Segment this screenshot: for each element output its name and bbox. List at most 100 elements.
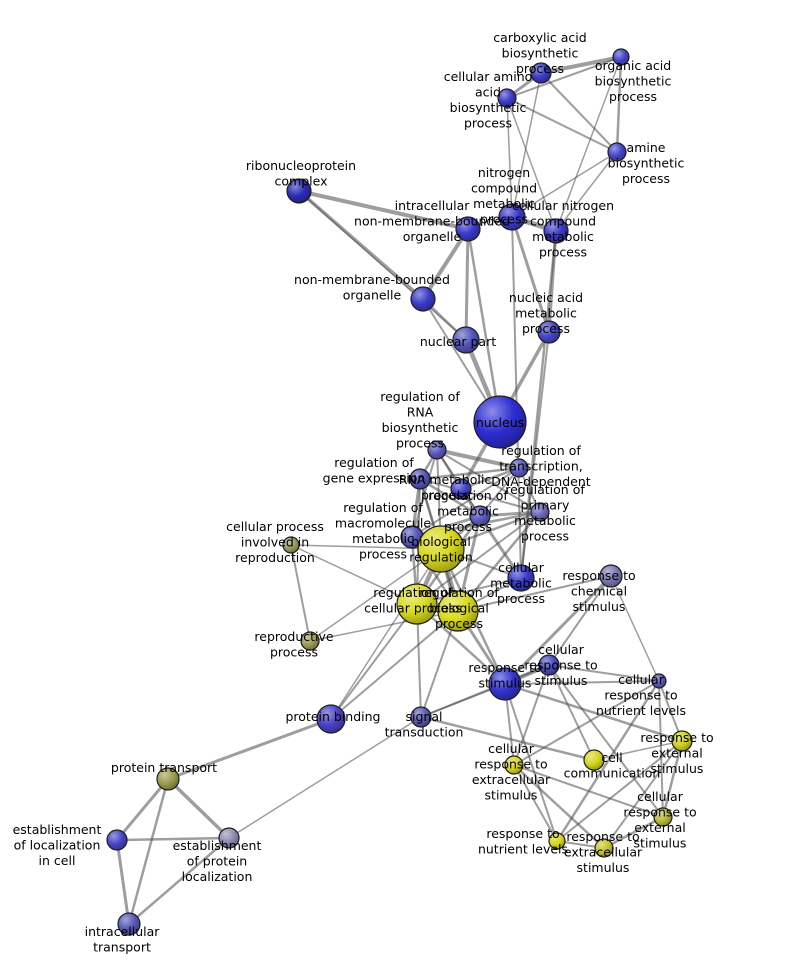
edge-nitrogen-compound--cellular-metabolic xyxy=(511,216,522,579)
node-reg-cellular-process[interactable] xyxy=(396,583,438,625)
node-cellular-response-nutrient[interactable] xyxy=(651,673,667,689)
edge-protein-binding--biological-regulation xyxy=(330,548,442,720)
node-nuclear-part[interactable] xyxy=(452,326,480,354)
node-reg-biological-process[interactable] xyxy=(437,590,479,632)
nodes-layer xyxy=(106,48,693,936)
node-carboxylic-acid[interactable] xyxy=(530,62,552,84)
node-cellular-response-extracellular[interactable] xyxy=(504,755,524,775)
node-protein-binding[interactable] xyxy=(316,704,346,734)
node-reg-gene-expression[interactable] xyxy=(409,468,431,490)
node-nmb-organelle[interactable] xyxy=(410,286,436,312)
node-response-chemical[interactable] xyxy=(599,564,623,588)
edge-protein-transport--intracellular-transport xyxy=(127,777,170,926)
edge-carboxylic-acid--nitrogen-compound xyxy=(511,72,542,218)
node-label-protein-binding: protein binding xyxy=(285,709,380,724)
node-response-stimulus[interactable] xyxy=(488,667,522,701)
node-label-protein-transport: protein transport xyxy=(111,760,217,775)
node-intracellular-transport[interactable] xyxy=(117,912,141,936)
node-cellular-response-stimulus[interactable] xyxy=(538,654,560,676)
node-est-protein-localization[interactable] xyxy=(218,827,240,849)
node-reg-rna-biosynthesis[interactable] xyxy=(427,440,447,460)
node-reproductive-process[interactable] xyxy=(300,631,320,651)
node-cell-communication[interactable] xyxy=(583,749,605,771)
edge-reg-transcription--reg-gene-expression xyxy=(418,466,521,481)
node-organic-acid[interactable] xyxy=(612,48,630,66)
edges-layer xyxy=(115,55,684,926)
node-reg-primary-metabolic[interactable] xyxy=(530,502,550,522)
edge-signal-transduction--cell-communication xyxy=(419,715,596,762)
edge-est-localization-cell--intracellular-transport xyxy=(115,838,131,926)
node-amino-acid[interactable] xyxy=(497,88,517,108)
edge-response-stimulus--response-external xyxy=(503,682,684,743)
edge-cell-communication--response-external xyxy=(593,740,683,761)
edge-cellular-response-stimulus--response-chemical xyxy=(548,575,612,666)
node-response-nutrient[interactable] xyxy=(548,832,566,850)
node-cellular-process-reproduction[interactable] xyxy=(282,536,300,554)
edge-rnp-complex--intracellular-organelle xyxy=(297,189,470,231)
node-label-nuclear-part: nuclear part xyxy=(420,334,496,349)
node-intracellular-organelle[interactable] xyxy=(455,216,481,242)
node-nucleic-acid[interactable] xyxy=(537,320,561,344)
edge-cellular-response-extracellular--cellular-response-external xyxy=(513,764,664,818)
edge-cellular-response-nutrient--cellular-response-external xyxy=(658,680,664,818)
node-signal-transduction[interactable] xyxy=(410,706,432,728)
node-protein-transport[interactable] xyxy=(156,767,180,791)
node-cellular-response-external[interactable] xyxy=(653,807,673,827)
edge-response-stimulus--cellular-response-nutrient xyxy=(504,680,660,685)
edge-amino-acid--amine xyxy=(506,97,618,153)
edge-cellular-response-nutrient--cellular-response-extracellular xyxy=(513,680,660,766)
edge-reg-primary-metabolic--reg-biological-process xyxy=(456,510,542,613)
edge-organic-acid--amino-acid xyxy=(506,56,622,99)
edge-response-stimulus--response-chemical xyxy=(503,574,613,686)
edge-intracellular-organelle--nmb-organelle xyxy=(421,227,470,301)
node-nucleus[interactable] xyxy=(473,395,527,449)
node-amine[interactable] xyxy=(607,142,627,162)
edge-cellular-process-reproduction--biological-regulation xyxy=(290,544,442,550)
edge-cellular-response-stimulus--cellular-response-extracellular xyxy=(513,664,550,766)
node-reg-metabolic[interactable] xyxy=(469,505,491,527)
edge-protein-binding--protein-transport xyxy=(166,717,333,781)
node-rnp-complex[interactable] xyxy=(286,178,312,204)
node-rna-metabolic[interactable] xyxy=(450,478,472,500)
node-reg-transcription[interactable] xyxy=(509,458,529,478)
edge-organic-acid--amine xyxy=(615,55,623,154)
edge-est-localization-cell--est-protein-localization xyxy=(115,836,231,842)
edge-reg-rna-biosynthesis--reg-transcription xyxy=(435,448,521,470)
node-cellular-metabolic[interactable] xyxy=(507,564,535,592)
edge-rna-metabolic--cellular-metabolic xyxy=(459,487,523,580)
node-biological-regulation[interactable] xyxy=(417,525,465,573)
edge-intracellular-organelle--nucleus xyxy=(466,227,502,424)
edge-nitrogen-compound--nucleic-acid xyxy=(510,215,551,334)
edge-cellular-response-nutrient--response-nutrient xyxy=(555,679,661,843)
node-est-localization-cell[interactable] xyxy=(106,829,128,851)
node-response-extracellular[interactable] xyxy=(594,838,614,858)
node-cellular-nitrogen[interactable] xyxy=(543,218,569,244)
edge-reproductive-process--cellular-process-reproduction xyxy=(290,544,311,642)
node-nitrogen-compound[interactable] xyxy=(498,203,526,231)
node-response-external[interactable] xyxy=(671,730,693,752)
edge-cellular-response-nutrient--response-external xyxy=(658,680,683,742)
